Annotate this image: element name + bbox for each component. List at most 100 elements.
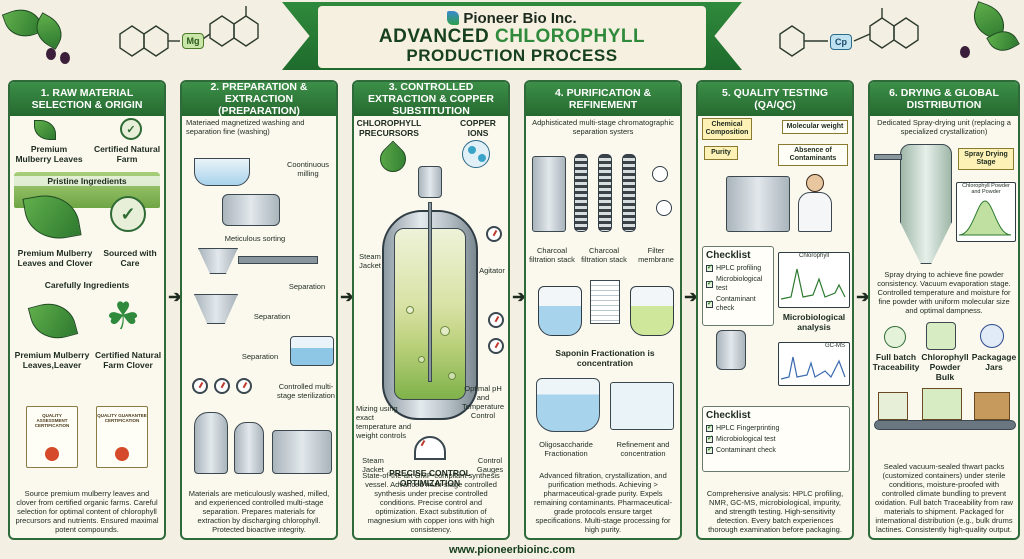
- label-mulberry-leaver: Premium Mulberry Leaves,Leaver: [14, 350, 90, 370]
- checkbox-icon: [706, 445, 713, 454]
- clover-icon: ☘: [106, 296, 141, 338]
- label-milling: Coontinuous milling: [286, 160, 330, 178]
- cert-title: QUALITY GUARANTEE CERTIFICATION: [97, 413, 147, 423]
- gcms-chart-icon: [780, 356, 846, 380]
- bubble: [440, 326, 450, 336]
- label-carefully: Carefully Ingredients: [44, 280, 130, 290]
- sterilizer-tank-icon: [234, 422, 264, 474]
- header: Mg Pioneer Bio Inc. ADVANCED CHLOROPHYLL…: [0, 0, 1024, 80]
- column-body: Materiaed magnetized washing and separat…: [182, 116, 336, 500]
- magnesium-badge: Mg: [182, 33, 204, 49]
- gauge-icon: [214, 378, 230, 394]
- package-icon: [922, 388, 962, 420]
- package-icon: [974, 392, 1010, 420]
- flask-icon: [630, 286, 674, 336]
- brand-name: Pioneer Bio Inc.: [447, 10, 577, 27]
- label-microbiological: Microbiological analysis: [782, 312, 846, 332]
- checklist-item: Microbiological test: [706, 434, 846, 444]
- copper-ions-icon: [462, 140, 490, 168]
- motor-icon: [418, 166, 442, 198]
- label-certified-farm: Certified Natural Farm: [93, 144, 161, 164]
- certificate-icon: QUALITY GUARANTEE CERTIFICATION: [96, 406, 148, 468]
- conveyor-belt-icon: [874, 420, 1016, 430]
- title-accent: CHLOROPHYLL: [494, 25, 646, 47]
- column-quality-testing: 5. QUALITY TESTING (QA/QC) Chemical Comp…: [696, 80, 854, 540]
- label-traceability: Full batch Traceability: [872, 352, 920, 372]
- copper-badge: Cp: [830, 34, 852, 50]
- rinse-tank-icon: [290, 336, 334, 366]
- column-title: 6. DRYING & GLOBAL DISTRIBUTION: [870, 82, 1018, 116]
- checkbox-icon: [706, 434, 713, 443]
- flask-icon: [538, 286, 582, 336]
- title-banner: Pioneer Bio Inc. ADVANCED CHLOROPHYLL PR…: [318, 6, 706, 68]
- control-cabinet-icon: [532, 156, 566, 232]
- label-sorting: Meticulous sorting: [224, 234, 286, 243]
- arrow-right-icon: ➔: [856, 289, 870, 306]
- checklist-item: HPLC Fingerprinting: [706, 423, 846, 433]
- monitor-label: GC-MS: [825, 343, 845, 349]
- powder-chart: Chlorophyll Powder and Powder: [956, 182, 1016, 242]
- checklist-title: Checklist: [706, 410, 751, 421]
- berry-icon: [960, 46, 970, 58]
- column-body: Chemical Composition Molecular weight Pu…: [698, 116, 852, 500]
- label-spray-unit: Dedicated Spray-drying unit (replacing a…: [877, 118, 1011, 136]
- label-precise-control: PRECISE CONTROL OPTIMIZATION: [389, 468, 471, 488]
- scientist-lab-coat: [798, 192, 832, 232]
- checkbox-icon: [706, 263, 713, 272]
- column-title: 2. PREPARATION & EXTRACTION (PREPARATION…: [182, 82, 336, 117]
- chromatography-column-icon: [622, 154, 636, 232]
- gauge-icon: [236, 378, 252, 394]
- monitor-label: Chlorophyll: [798, 253, 829, 259]
- column-body: Adphisticated multi-stage chromatographi…: [526, 116, 680, 500]
- column-raw-material: 1. RAW MATERIAL SELECTION & ORIGIN ✓ Pre…: [8, 80, 166, 540]
- molecule-node-icon: [656, 200, 672, 216]
- pipe-icon: [874, 154, 902, 160]
- checklist-item-label: HPLC profiling: [716, 265, 762, 272]
- bubble: [418, 356, 425, 363]
- cert-title: QUALITY ASSESSMENT CERTIFICATION: [34, 413, 70, 428]
- checklist-item-label: HPLC Fingerprinting: [716, 425, 780, 432]
- chlorophyll-molecule-right-icon: [779, 8, 919, 57]
- spray-dryer-icon: [900, 144, 952, 264]
- ion-dot: [468, 146, 476, 154]
- scientist-icon: [806, 174, 824, 192]
- leaf-icon: [34, 120, 56, 140]
- column-title: 4. PURIFICATION & REFINEMENT: [526, 82, 680, 116]
- label-steam-jacket-1: Steam Jacket: [359, 252, 381, 270]
- label-separation-3: Separation: [241, 352, 279, 361]
- footer-url[interactable]: www.pioneerbioinc.com: [440, 543, 584, 556]
- gauge-icon: [488, 312, 504, 328]
- chromatography-column-icon: [574, 154, 588, 232]
- powder-bag-icon: [926, 322, 956, 350]
- mulberry-leaf-icon: [27, 297, 79, 345]
- brand-logo-icon: [447, 11, 460, 25]
- arrow-right-icon: ➔: [684, 289, 698, 306]
- ion-dot: [478, 154, 486, 162]
- arrow-right-icon: ➔: [512, 289, 526, 306]
- monitor-label: Chlorophyll Powder and Powder: [962, 183, 1010, 195]
- molecule-node-icon: [652, 166, 668, 182]
- distribution-curve-icon: [958, 200, 1012, 236]
- gauge-icon: [486, 226, 502, 242]
- label-steam-jacket-2: Steam Jacket: [362, 456, 384, 474]
- tag-purity: Purity: [704, 146, 738, 160]
- column-description: Sealed vacuum-sealed thwart packs (custo…: [875, 462, 1013, 534]
- title-prefix: ADVANCED: [378, 25, 495, 47]
- tag-contaminants: Absence of Contaminants: [778, 144, 848, 166]
- column-title: 1. RAW MATERIAL SELECTION & ORIGIN: [10, 82, 164, 116]
- checklist-item-label: Contaminant check: [716, 296, 756, 312]
- label-premium-mulberry: Premium Mulberry Leaves: [15, 144, 83, 164]
- column-description: Advanced filtration, crystallization, an…: [534, 471, 672, 534]
- column-description: Materials are meticulously washed, mille…: [188, 489, 330, 534]
- gauge-icon: [192, 378, 208, 394]
- sterilizer-tank-icon: [194, 412, 228, 474]
- label-pristine: Pristine Ingredients: [14, 176, 160, 186]
- label-charcoal-1: Charcoal filtration stack: [529, 246, 575, 264]
- microscope-icon: [716, 330, 746, 370]
- checklist-item: Contaminant check: [706, 445, 846, 455]
- traceability-icon: [884, 326, 906, 348]
- package-icon: [878, 392, 908, 420]
- label-ph-temp: Optimal pH and Temperature Control: [461, 384, 505, 420]
- column-title: 5. QUALITY TESTING (QA/QC): [698, 82, 852, 116]
- checkbox-icon: [706, 299, 713, 308]
